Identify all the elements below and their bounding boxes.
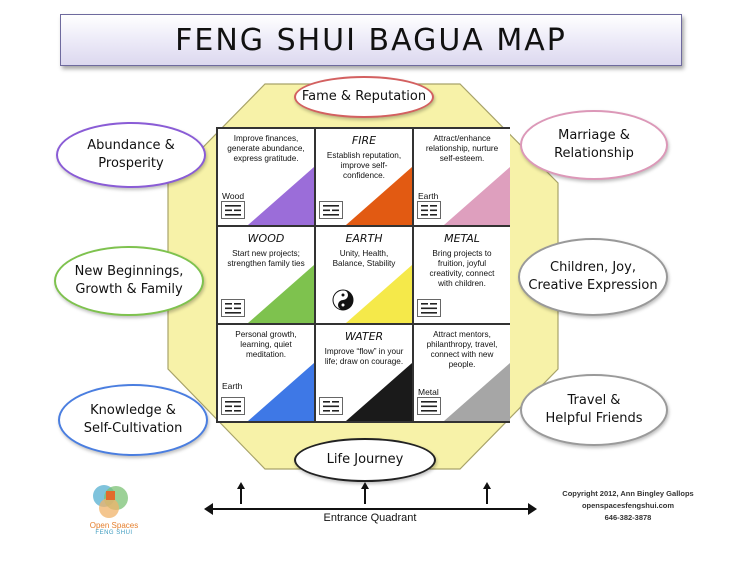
- trigram-icon: [319, 201, 343, 219]
- element-title: METAL: [444, 232, 480, 245]
- trigram-icon: [319, 397, 343, 415]
- up-arrow-center: [364, 486, 366, 504]
- color-triangle: [346, 363, 412, 421]
- element-title: FIRE: [351, 134, 377, 147]
- open-spaces-logo: [93, 485, 128, 518]
- element-label: Earth: [222, 381, 243, 391]
- oval-knowledge: Knowledge & Self-Cultivation: [58, 384, 208, 456]
- up-arrowhead-left: [237, 482, 245, 489]
- oval-marriage: Marriage & Relationship: [520, 110, 668, 180]
- color-triangle: [248, 265, 314, 323]
- cell-travel: Attract mentors, philanthropy, travel, c…: [414, 325, 510, 421]
- color-triangle: [248, 167, 314, 225]
- cell-description: Bring projects to fruition, joyful creat…: [429, 249, 495, 288]
- cell-family: WOOD Start new projects; strengthen fami…: [218, 227, 314, 323]
- color-triangle: [346, 167, 412, 225]
- copyright-text: Copyright 2012, Ann Bingley Gallops: [562, 489, 694, 498]
- cell-career: WATER Improve “flow” in your life; draw …: [316, 325, 412, 421]
- cell-health: EARTH Unity, Health, Balance, Stability: [316, 227, 412, 323]
- color-triangle: [444, 363, 510, 421]
- cell-description: Attract mentors, philanthropy, travel, c…: [426, 330, 498, 369]
- up-arrowhead-center: [361, 482, 369, 489]
- oval-journey: Life Journey: [294, 438, 436, 482]
- cell-children: METAL Bring projects to fruition, joyful…: [414, 227, 510, 323]
- cell-description: Improve “flow” in your life; draw on cou…: [324, 347, 404, 366]
- element-title: WATER: [344, 330, 384, 343]
- yin-yang-icon: [332, 289, 354, 311]
- cell-knowledge: Personal growth, learning, quiet meditat…: [218, 325, 314, 421]
- cell-wealth: Improve finances, generate abundance, ex…: [218, 129, 314, 225]
- color-triangle: [444, 167, 510, 225]
- entrance-line: [210, 508, 530, 510]
- color-triangle: [248, 363, 314, 421]
- cell-description: Attract/enhance relationship, nurture se…: [425, 134, 499, 163]
- cell-description: Unity, Health, Balance, Stability: [332, 249, 396, 268]
- oval-abundance: Abundance & Prosperity: [56, 122, 206, 188]
- cell-description: Establish reputation, improve self- conf…: [326, 151, 402, 180]
- left-arrowhead: [204, 503, 213, 515]
- up-arrow-right: [486, 486, 488, 504]
- cell-fame: FIRE Establish reputation, improve self-…: [316, 129, 412, 225]
- trigram-icon: [221, 299, 245, 317]
- element-title: WOOD: [247, 232, 285, 245]
- color-triangle: [444, 265, 510, 323]
- trigram-icon: [221, 397, 245, 415]
- oval-children: Children, Joy, Creative Expression: [518, 238, 668, 316]
- element-label: Earth: [418, 191, 439, 201]
- cell-description: Improve finances, generate abundance, ex…: [227, 134, 305, 163]
- cell-marriage: Attract/enhance relationship, nurture se…: [414, 129, 510, 225]
- website-text: openspacesfengshui.com: [581, 501, 675, 510]
- logo-name: Open Spaces: [89, 521, 139, 530]
- cell-description: Start new projects; strengthen family ti…: [227, 249, 305, 268]
- element-title: EARTH: [345, 232, 383, 245]
- trigram-icon: [417, 299, 441, 317]
- up-arrowhead-right: [483, 482, 491, 489]
- trigram-icon: [417, 397, 441, 415]
- oval-beginnings: New Beginnings, Growth & Family: [54, 246, 204, 316]
- oval-fame: Fame & Reputation: [294, 76, 434, 118]
- up-arrow-left: [240, 486, 242, 504]
- oval-travel: Travel & Helpful Friends: [520, 374, 668, 446]
- bagua-grid: Improve finances, generate abundance, ex…: [216, 127, 510, 423]
- element-label: Wood: [222, 191, 245, 201]
- title-banner: FENG SHUI BAGUA MAP: [60, 14, 682, 66]
- logo-subtitle: FENG SHUI: [95, 530, 133, 536]
- element-label: Metal: [418, 387, 439, 397]
- phone-text: 646-382-3878: [604, 513, 652, 522]
- trigram-icon: [417, 201, 441, 219]
- color-triangle: [346, 265, 412, 323]
- right-arrowhead: [528, 503, 537, 515]
- trigram-icon: [221, 201, 245, 219]
- entrance-label: Entrance Quadrant: [323, 512, 417, 524]
- page-title: FENG SHUI BAGUA MAP: [175, 22, 567, 58]
- cell-description: Personal growth, learning, quiet meditat…: [235, 330, 297, 359]
